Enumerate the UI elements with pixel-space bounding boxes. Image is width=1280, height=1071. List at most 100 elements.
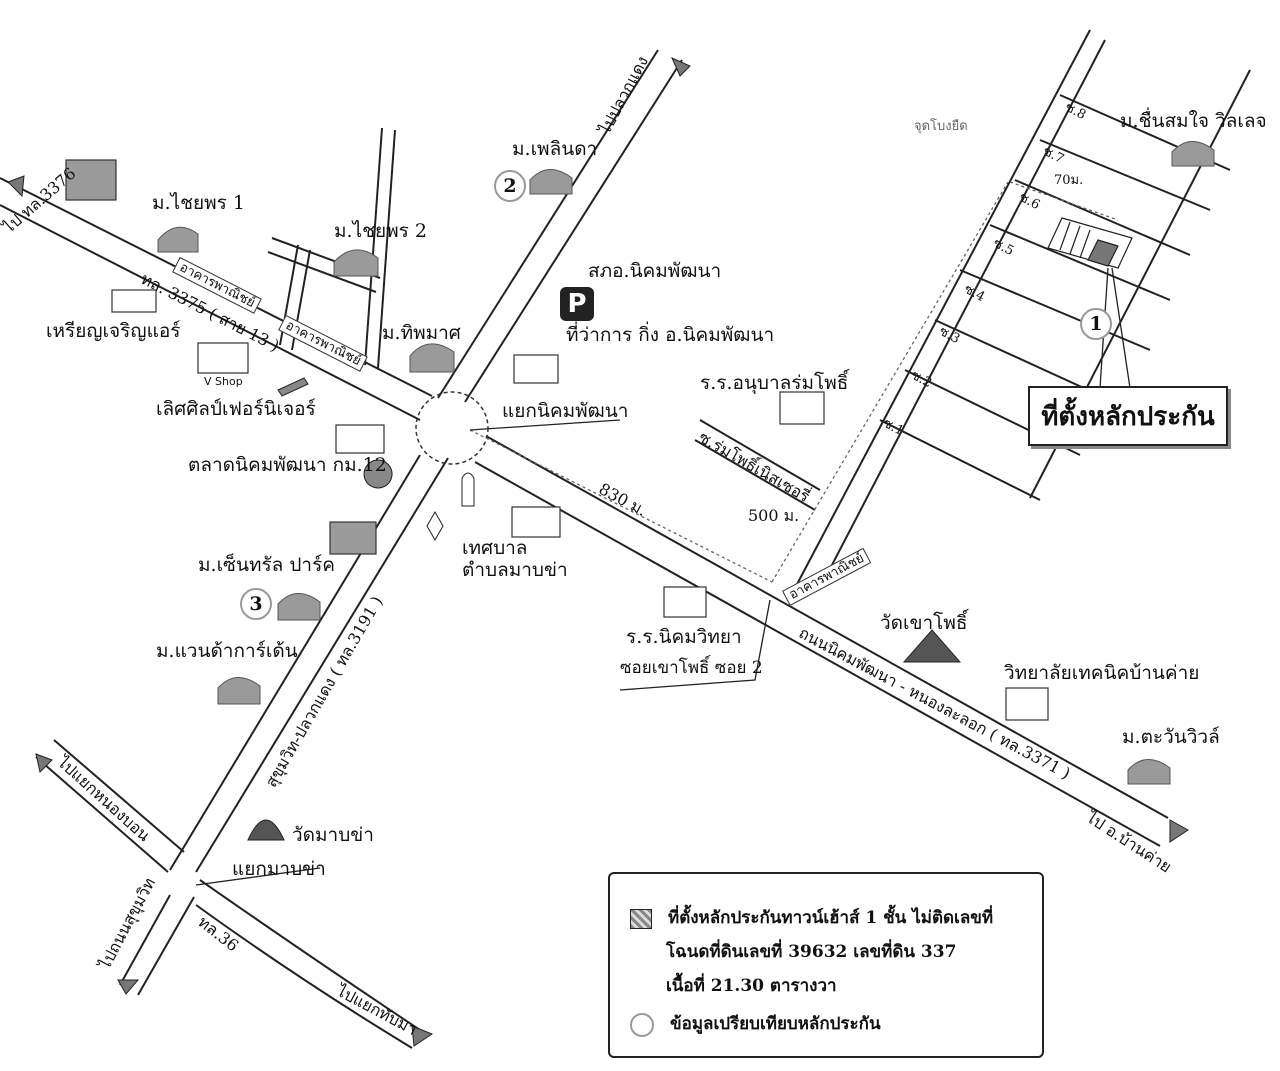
village-icon-tawan (1127, 759, 1171, 785)
label-wanda-garden: ม.แวนด้าการ์เด้น (156, 640, 298, 662)
label-nikhom-school: ร.ร.นิคมวิทยา (626, 626, 742, 648)
school-leader (619, 599, 771, 691)
label-loet-sin-furniture: เลิศศิลป์เฟอร์นิเจอร์ (156, 398, 316, 420)
label-chaiyaporn-1: ม.ไชยพร 1 (152, 192, 246, 214)
road-3191-west-edge (169, 454, 421, 871)
distance-label-500: 500 ม. (748, 506, 800, 525)
temple-icon-wat-map-kha (247, 819, 285, 841)
road-to-sukhumvit-edge2 (137, 896, 195, 996)
road-to-nong-bon-edge2 (53, 739, 185, 853)
village-icon-chaiyaporn-2 (333, 249, 379, 277)
label-plinda: ม.เพลินดา (512, 138, 598, 160)
village-icon-wanda (217, 677, 261, 705)
village-icon-central-park (277, 593, 321, 621)
legend-row-deed: โฉนดที่ดินเลขที่ 39632 เลขที่ดิน 337 (666, 938, 956, 965)
soi-6 (1014, 179, 1191, 256)
arrow-to-3376 (7, 175, 25, 198)
road-3371-south-edge (474, 461, 1161, 847)
street-chaiyaporn-2 (377, 129, 396, 369)
label-anuban-rom-pho: ร.ร.อนุบาลร่มโพธิ์ (700, 372, 849, 394)
label-nikhom-police: สภอ.นิคมพัฒนา (588, 260, 722, 282)
circle-marker-icon (630, 1012, 654, 1037)
soi-rom-pho-2 (694, 439, 816, 511)
label-tawan-ville: ม.ตะวันวิวล์ (1122, 726, 1220, 748)
map-kha-leader (195, 867, 321, 886)
label-ban-khai-tech: วิทยาลัยเทคนิคบ้านค่าย (1004, 662, 1200, 684)
label-wat-khao-pho: วัดเขาโพธิ์ (880, 612, 968, 634)
street-chaiyaporn-cross2 (267, 251, 377, 293)
soi-5 (989, 224, 1171, 301)
village-icon-thipmas (409, 343, 455, 373)
road-3191-east-edge (195, 457, 449, 873)
building-icon-anuban (779, 391, 825, 425)
building-icon-municipality (511, 506, 561, 538)
arrow-to-nong-bon (35, 753, 53, 773)
road-to-nong-bon-edge (35, 756, 169, 873)
parking-icon: P (560, 287, 594, 321)
gas-station-icon (426, 510, 444, 542)
label-soi-khao-pho-2: ซอยเขาโพธิ์ ซอย 2 (620, 658, 763, 678)
marker-1[interactable]: 1 (1080, 308, 1112, 340)
arrow-to-thap-ma (411, 1025, 434, 1047)
target-location-label: ที่ตั้งหลักประกัน (1028, 386, 1228, 446)
soi-1 (879, 419, 1041, 501)
hatch-swatch-icon (630, 908, 652, 929)
village-icon-plinda (529, 169, 573, 195)
soi-rom-pho (699, 419, 821, 491)
legend-box: ที่ตั้งหลักประกันทาวน์เฮ้าส์ 1 ชั้น ไม่ต… (608, 872, 1044, 1058)
road-to-sukhumvit-edge (119, 894, 171, 986)
legend-line-1: ที่ตั้งหลักประกันทาวน์เฮ้าส์ 1 ชั้น ไม่ต… (668, 908, 994, 928)
statue-icon (461, 472, 475, 507)
label-nikhom-market: ตลาดนิคมพัฒนา กม.12 (188, 454, 387, 476)
street-chaiyaporn (364, 127, 383, 366)
distance-label-70: 70ม. (1054, 173, 1084, 188)
soi-4 (959, 269, 1151, 351)
soi-main-west (794, 29, 1091, 589)
building-icon-tech-college (1005, 687, 1049, 721)
road-3371-north-edge (485, 435, 1169, 819)
legend-row-area: เนื้อที่ 21.30 ตารางวา (666, 972, 837, 999)
label-chuen-somjai: ม.ชื่นสมใจ วิลเลจ (1120, 110, 1267, 132)
logo-ptt-bottom (329, 521, 377, 555)
road-36-edge (199, 879, 421, 1031)
distance-830-line (469, 429, 773, 583)
legend-row-target: ที่ตั้งหลักประกันทาวน์เฮ้าส์ 1 ชั้น ไม่ต… (630, 904, 993, 931)
road-pluak-daeng-east-edge (464, 59, 683, 403)
target-leader-2 (1111, 267, 1131, 389)
marker-2[interactable]: 2 (494, 170, 526, 202)
road-36-edge2 (195, 904, 413, 1049)
road-3375-south-edge (0, 204, 421, 421)
distance-70-line (1009, 181, 1119, 221)
arrow-to-pluak-daeng (671, 57, 691, 77)
label-map-kha-junction: แยกมาบข่า (232, 858, 326, 880)
marker-3[interactable]: 3 (240, 588, 272, 620)
temple-icon-wat-khao-pho (902, 629, 962, 663)
nikhom-junction-circle (415, 391, 489, 465)
building-icon-v-shop (197, 342, 249, 374)
label-thipmas: ม.ทิพมาศ (382, 322, 461, 344)
label-wat-map-kha: วัดมาบข่า (292, 824, 374, 846)
building-icon-rian-charoen (111, 289, 157, 313)
logo-ptt-top (65, 159, 117, 201)
building-icon-district-office (513, 354, 559, 384)
soi-main-east (819, 39, 1106, 589)
label-rian-charoen-air: เหรียญเจริญแอร์ (46, 320, 181, 342)
arrow-to-sukhumvit (117, 979, 140, 995)
furniture-icon (277, 377, 309, 397)
soi-7 (1039, 139, 1211, 211)
label-v-shop: V Shop (204, 375, 243, 388)
label-municipality: เทศบาล ตำบลมาบข่า (462, 537, 568, 581)
village-icon-chuen-somjai (1171, 141, 1215, 167)
junction-leader (469, 419, 621, 431)
village-icon-chaiyaporn-1 (157, 226, 199, 253)
legend-line-2: โฉนดที่ดินเลขที่ 39632 เลขที่ดิน 337 (666, 942, 957, 962)
target-property (1047, 217, 1133, 269)
arrow-to-ban-khai (1169, 819, 1189, 843)
label-district-office: ที่ว่าการ กิ่ง อ.นิคมพัฒนา (566, 324, 775, 346)
label-nikhom-junction: แยกนิคมพัฒนา (502, 400, 629, 422)
bank-icon (363, 459, 393, 489)
legend-row-compare: ข้อมูลเปรียบเทียบหลักประกัน (630, 1010, 881, 1037)
legend-line-3: เนื้อที่ 21.30 ตารางวา (666, 976, 837, 996)
road-pluak-daeng-west-edge (437, 49, 659, 399)
